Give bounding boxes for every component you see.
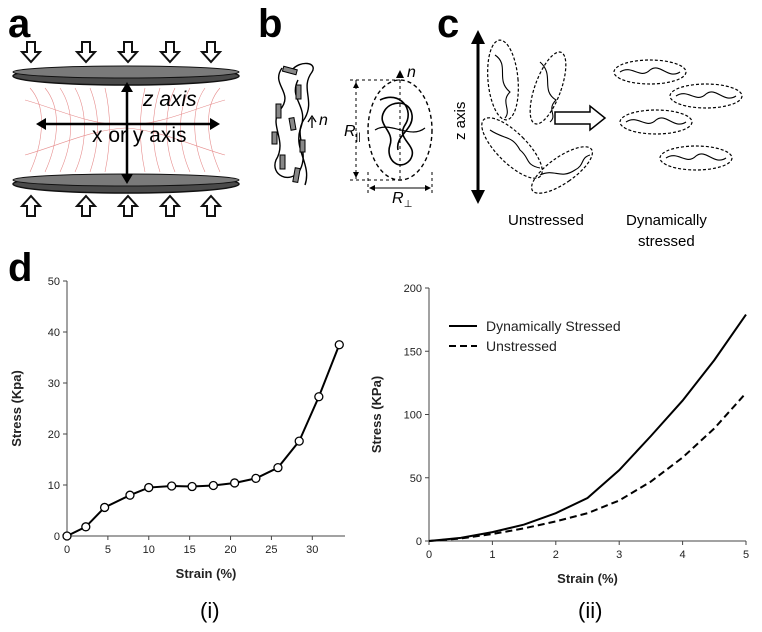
y-tick-label: 150 [404, 346, 422, 358]
y-tick-label: 50 [48, 276, 60, 288]
x-axis-title: Strain (%) [557, 571, 618, 586]
legend-label: Unstressed [486, 338, 557, 354]
data-point [81, 522, 91, 532]
x-tick-label: 5 [105, 544, 111, 556]
y-tick-label: 0 [416, 536, 422, 548]
y-tick-label: 50 [410, 473, 422, 485]
y-tick-label: 100 [404, 410, 422, 422]
data-point [229, 478, 240, 488]
panel-c-dynamic-label-line1: Dynamically [626, 212, 707, 229]
y-tick-label: 40 [48, 327, 60, 339]
panel-letter-c: c [437, 2, 460, 46]
series-line-1 [428, 392, 747, 542]
data-point [273, 463, 283, 473]
x-tick-label: 0 [64, 544, 70, 556]
x-tick-label: 5 [743, 549, 749, 561]
up-arrows-icon [19, 194, 223, 217]
panel-c-unstressed-label: Unstressed [508, 212, 584, 229]
y-axis-title: Stress (Kpa) [9, 370, 24, 447]
down-arrows-icon [19, 41, 223, 64]
y-tick-label: 200 [404, 283, 422, 295]
panel-c-dynamic-label-line2: stressed [638, 233, 695, 250]
caption-ii: (ii) [578, 598, 603, 623]
x-tick-label: 15 [184, 544, 196, 556]
panel-letter-a: a [8, 2, 31, 46]
x-tick-label: 3 [616, 549, 622, 561]
series-line-0 [428, 313, 747, 542]
caption-i: (i) [200, 598, 220, 623]
z-axis-arrow-icon [471, 30, 485, 204]
x-tick-label: 0 [426, 549, 432, 561]
x-tick-label: 30 [306, 544, 318, 556]
panel-b-r-parallel-label: R|| [344, 123, 361, 144]
x-tick-label: 4 [680, 549, 686, 561]
data-point [167, 481, 177, 491]
panel-letter-d: d [8, 246, 33, 290]
stressed-ellipsoids [613, 59, 743, 171]
x-tick-label: 25 [265, 544, 277, 556]
x-tick-label: 2 [553, 549, 559, 561]
y-tick-label: 0 [54, 531, 60, 543]
data-point [334, 340, 344, 350]
data-point [144, 482, 154, 493]
x-tick-label: 20 [224, 544, 236, 556]
data-point [314, 392, 324, 402]
panel-b-n-top-label: n [407, 64, 416, 81]
x-tick-label: 1 [489, 549, 495, 561]
axis-arrows-icon [36, 82, 220, 184]
y-tick-label: 20 [48, 429, 60, 441]
y-tick-label: 30 [48, 378, 60, 390]
data-point [125, 490, 135, 500]
x-axis-title: Strain (%) [176, 566, 237, 581]
panel-a-xy-axis-label: x or y axis [92, 124, 187, 147]
series-line-0 [66, 344, 341, 537]
y-axis-title: Stress (KPa) [369, 376, 384, 453]
data-point [208, 480, 219, 491]
panel-letter-b: b [258, 2, 283, 46]
x-tick-label: 10 [143, 544, 155, 556]
data-point [294, 436, 304, 446]
legend-label: Dynamically Stressed [486, 318, 621, 334]
panel-a-z-axis-label: z axis [143, 88, 197, 111]
panel-b-r-perp-label: R⊥ [392, 190, 413, 211]
data-point [99, 502, 110, 513]
data-point [251, 473, 261, 484]
y-tick-label: 10 [48, 480, 60, 492]
data-point [62, 531, 72, 541]
data-point [187, 481, 197, 492]
streamlines [24, 87, 226, 173]
unstressed-ellipsoids [481, 39, 594, 194]
panel-b-n-label: n [319, 112, 328, 129]
